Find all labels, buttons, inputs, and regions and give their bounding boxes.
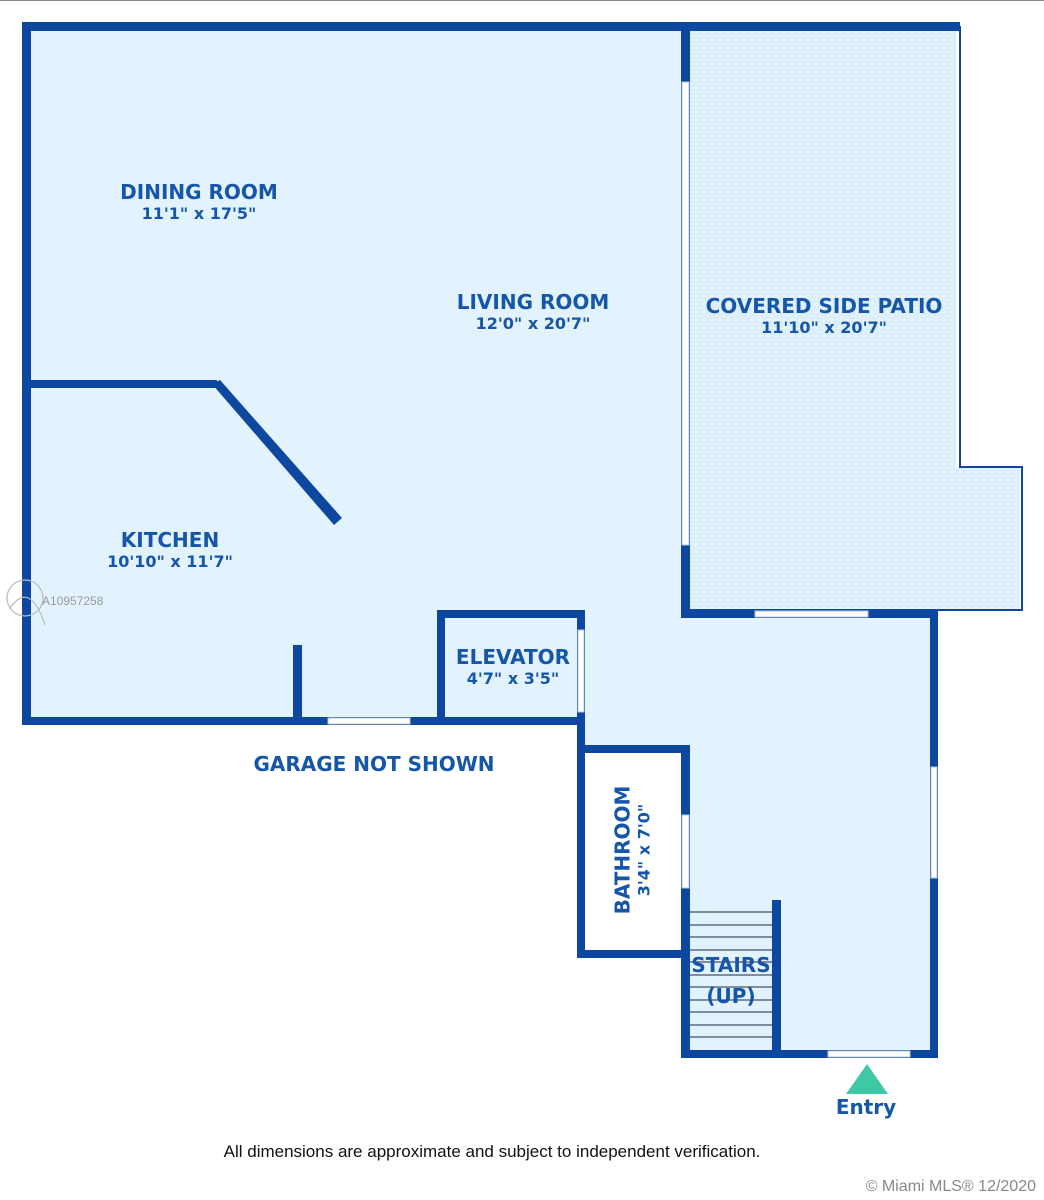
kitchen-label: KITCHEN 10'10" x 11'7" [107, 528, 233, 571]
top-border [0, 0, 1044, 1]
entry-label: Entry [835, 1095, 897, 1119]
room-dimensions: 4'7" x 3'5" [466, 669, 560, 688]
elevator-door [577, 629, 585, 713]
watermark-id: A10957258 [42, 594, 104, 608]
living-room-label: LIVING ROOM 12'0" x 20'7" [457, 290, 610, 333]
room-dimensions: 11'10" x 20'7" [761, 318, 887, 337]
room-dimensions: 3'4" x 7'0" [634, 803, 654, 897]
room-dimensions: 11'1" x 17'5" [141, 204, 257, 223]
disclaimer: All dimensions are approximate and subje… [223, 1142, 761, 1161]
stair-treads [690, 911, 772, 1038]
interior-floor [26, 26, 934, 1054]
room-name: KITCHEN [120, 528, 220, 552]
patio-label: COVERED SIDE PATIO 11'10" x 20'7" [706, 294, 943, 337]
bathroom-door [681, 814, 690, 889]
room-name: LIVING ROOM [456, 290, 610, 314]
dining-room-label: DINING ROOM 11'1" x 17'5" [120, 180, 278, 223]
room-dimensions: 10'10" x 11'7" [107, 552, 233, 571]
patio-window [754, 610, 869, 618]
room-dimensions: 12'0" x 20'7" [475, 314, 591, 333]
stairs-label: STAIRS (UP) [691, 950, 770, 1012]
room-name: COVERED SIDE PATIO [705, 294, 943, 318]
entry-arrow-icon [846, 1064, 888, 1094]
bathroom-label: BATHROOM 3'4" x 7'0" [611, 786, 654, 915]
room-name: DINING ROOM [120, 180, 278, 204]
garage-note: GARAGE NOT SHOWN [253, 752, 495, 776]
entry-door [827, 1050, 911, 1058]
elevator-label: ELEVATOR 4'7" x 3'5" [456, 645, 570, 688]
kitchen-door [327, 717, 411, 725]
side-window [930, 766, 938, 879]
patio-outline [690, 26, 1023, 611]
copyright: © Miami MLS® 12/2020 [865, 1178, 1036, 1195]
living-patio-opening [681, 81, 690, 546]
watermark-logo-icon [6, 579, 46, 626]
stairs-direction: (UP) [706, 984, 756, 1008]
room-name: ELEVATOR [455, 645, 571, 669]
room-name: STAIRS [691, 953, 771, 977]
room-name: BATHROOM [610, 785, 635, 915]
patio-floor [686, 26, 1020, 610]
